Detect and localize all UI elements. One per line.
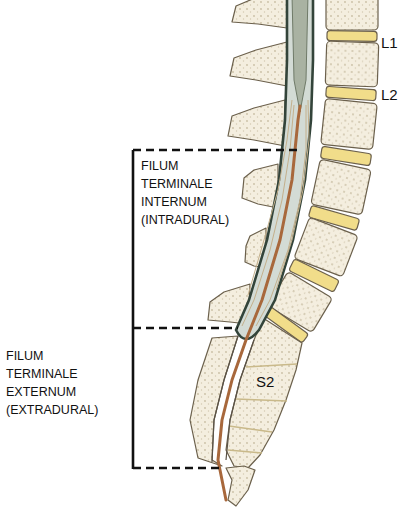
nerve-root (248, 100, 292, 295)
sacrum (226, 318, 302, 468)
intervertebral-disc (327, 31, 377, 42)
sacral-fusion-line (236, 399, 287, 401)
dashed-level-line (133, 467, 220, 470)
vertebral-column (226, 0, 379, 506)
vertebra-label: L1 (381, 34, 398, 52)
sacral-segment-lines (228, 364, 297, 453)
region-label: FILUM TERMINALE INTERNUM (INTRADURAL) (141, 157, 241, 229)
dural-sac (236, 0, 313, 339)
dashed-level-line (133, 327, 238, 330)
spinous-process (232, 0, 287, 28)
intervertebral-disc (326, 86, 377, 100)
spinous-process (230, 42, 287, 86)
filum-terminale (218, 106, 300, 500)
vertebra-label: L2 (381, 86, 398, 104)
vertebral-body (326, 0, 378, 30)
cauda-equina (242, 100, 309, 326)
sacral-fusion-line (246, 364, 297, 367)
spinous-process (228, 100, 285, 146)
bracket-line (132, 150, 135, 469)
nerve-root (276, 100, 309, 290)
region-label: FILUM TERMINALE EXTERNUM (EXTRADURAL) (6, 347, 112, 419)
vertebral-body (321, 98, 378, 149)
sacral-fusion-line (228, 450, 262, 453)
vertebral-body (325, 41, 379, 87)
vertebra-label: S2 (254, 373, 276, 391)
bracket (133, 150, 298, 469)
sacral-fusion-line (229, 426, 272, 432)
spinous-process (242, 164, 278, 208)
coccyx (226, 466, 255, 506)
dashed-level-line (133, 149, 298, 152)
vertebral-body (311, 159, 371, 215)
spinal-cord (292, 0, 308, 112)
sacral-canal-wall (212, 336, 238, 462)
